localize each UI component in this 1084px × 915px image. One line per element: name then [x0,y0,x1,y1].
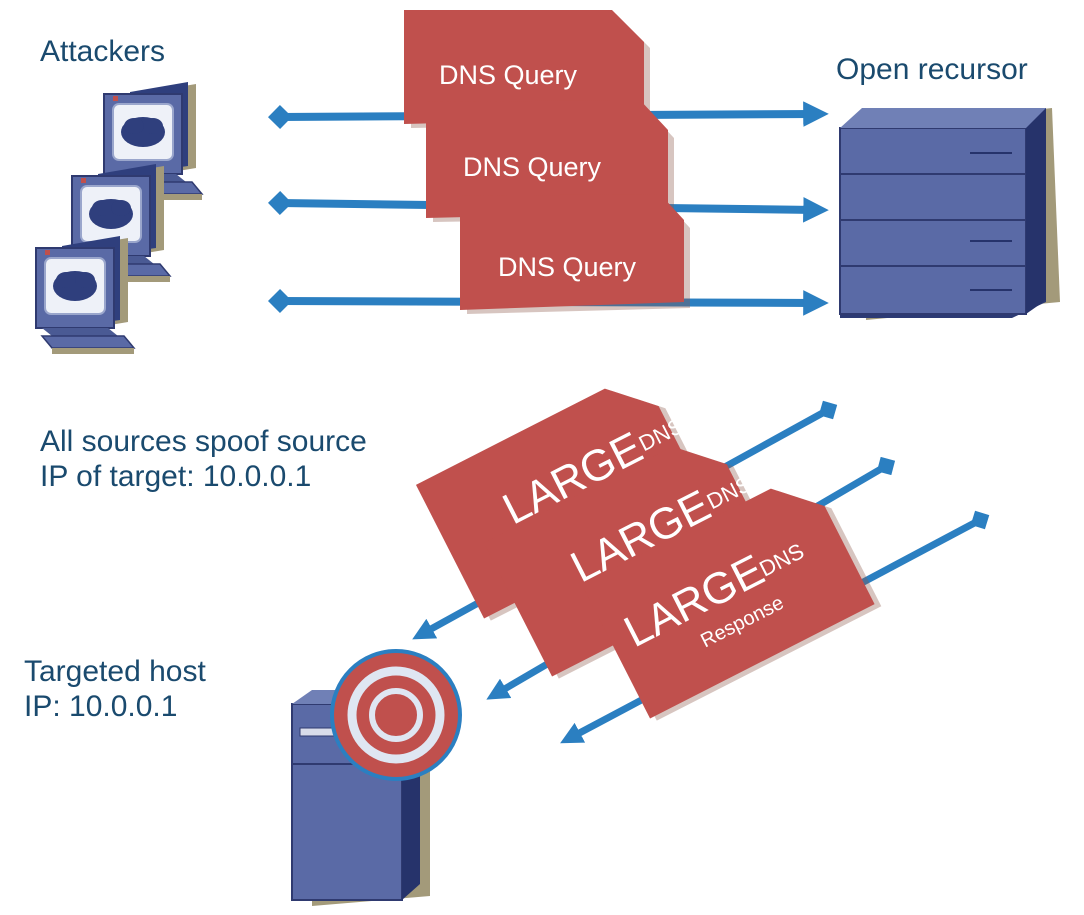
dns-query-label: DNS Query [463,152,602,182]
attackers-label: Attackers [40,35,166,68]
large-dns-response-packet: LARGE DNS Response [581,488,882,721]
query-packets: DNS Query DNS Query DNS Query [404,10,690,314]
dns-query-label: DNS Query [439,60,578,90]
bullseye-target-icon [330,649,462,781]
spoof-label-line2: IP of target: 10.0.0.1 [40,460,312,494]
server-icon [839,108,1060,320]
targeted-host-label-line2: IP: 10.0.0.1 [24,690,178,724]
response-packets: LARGE DNS LARGE DNS LARGE DNS Response [415,388,882,721]
spoof-label: All sources spoof source IP of target: 1… [40,424,367,495]
targeted-host-label: Targeted host IP: 10.0.0.1 [24,654,206,725]
dns-query-packet: DNS Query [426,100,674,222]
open-recursor-label: Open recursor [836,53,1028,86]
dns-query-label: DNS Query [498,252,637,282]
spoof-label-line1: All sources spoof source [40,425,367,458]
targeted-host-label-line1: Targeted host [24,655,206,688]
dns-query-packet: DNS Query [460,194,690,314]
dns-query-packet: DNS Query [404,10,650,128]
attacker-computers [35,81,203,355]
desktop-computer-icon [35,235,135,355]
